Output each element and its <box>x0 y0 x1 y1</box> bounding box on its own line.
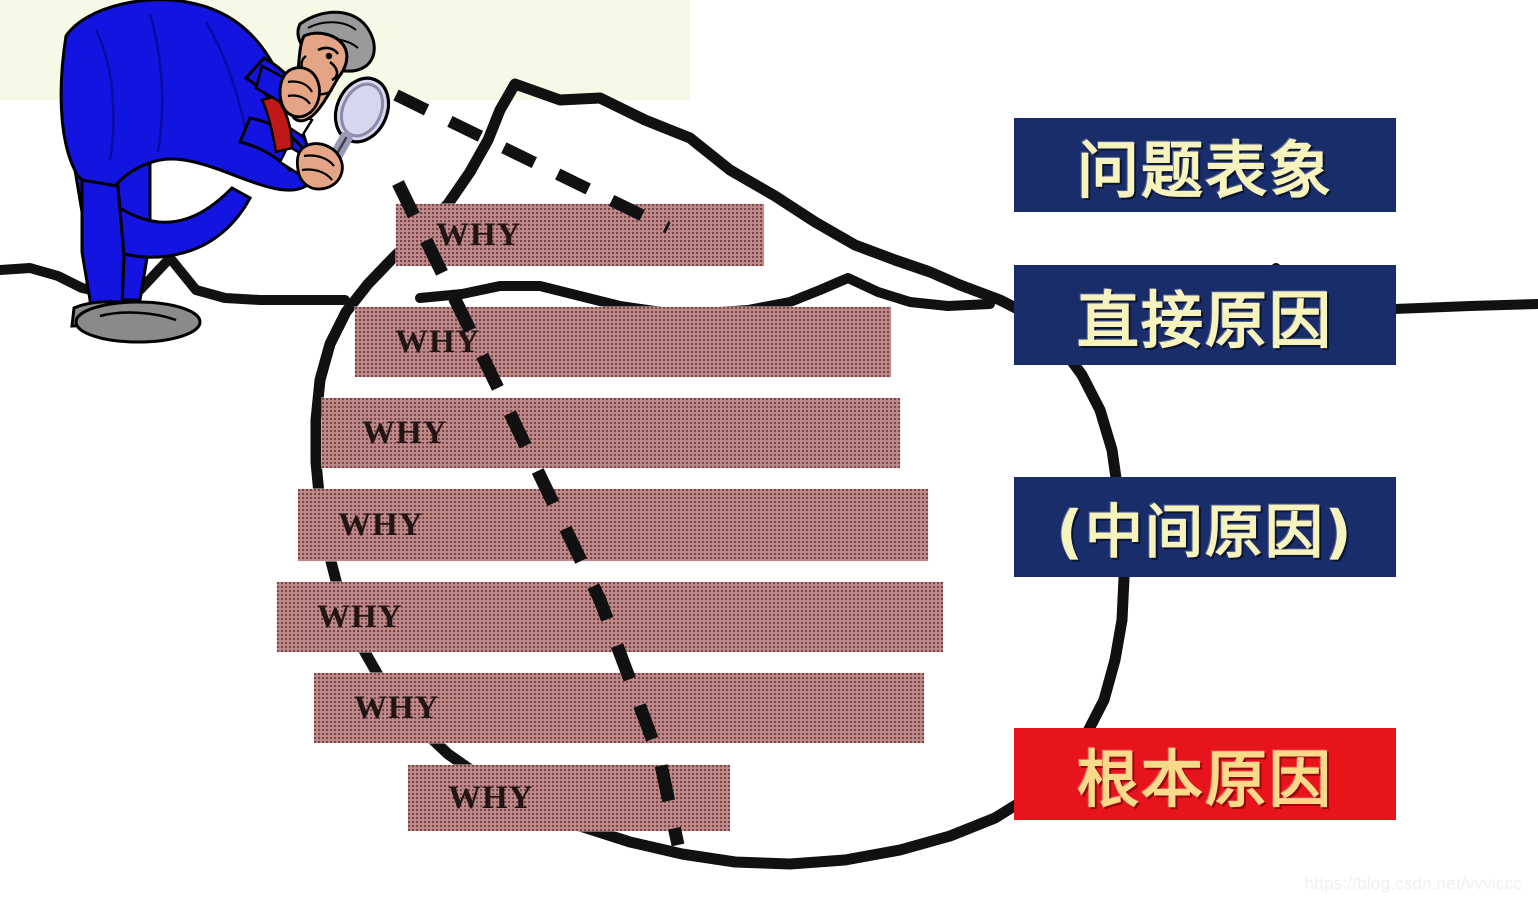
man-leg-column <box>80 178 126 314</box>
stage-label-text: 问题表象 <box>1076 134 1333 207</box>
man-shoe-detail <box>99 311 177 322</box>
man-shoe-front <box>74 300 202 344</box>
stage-label-root-cause[interactable]: 根本原因 <box>1014 728 1396 820</box>
stage-label-problem-symptom[interactable]: 问题表象 <box>1014 118 1396 212</box>
stage-label-text: (中间原因) <box>1056 498 1354 566</box>
man-suit-creases <box>94 13 248 161</box>
man-hand-grip <box>295 142 344 191</box>
stage-label-text: 根本原因 <box>1076 743 1333 816</box>
stage-label-intermediate-cause[interactable]: (中间原因) <box>1014 477 1396 577</box>
stage-label-text: 直接原因 <box>1076 284 1333 357</box>
stage-label-direct-cause[interactable]: 直接原因 <box>1014 265 1396 365</box>
watermark: https://blog.csdn.net/vvviccc <box>1304 874 1522 893</box>
man-eye <box>317 46 340 55</box>
man-hand-chin <box>278 66 321 119</box>
man-pupil <box>325 52 333 60</box>
man-figure-group <box>59 0 391 344</box>
